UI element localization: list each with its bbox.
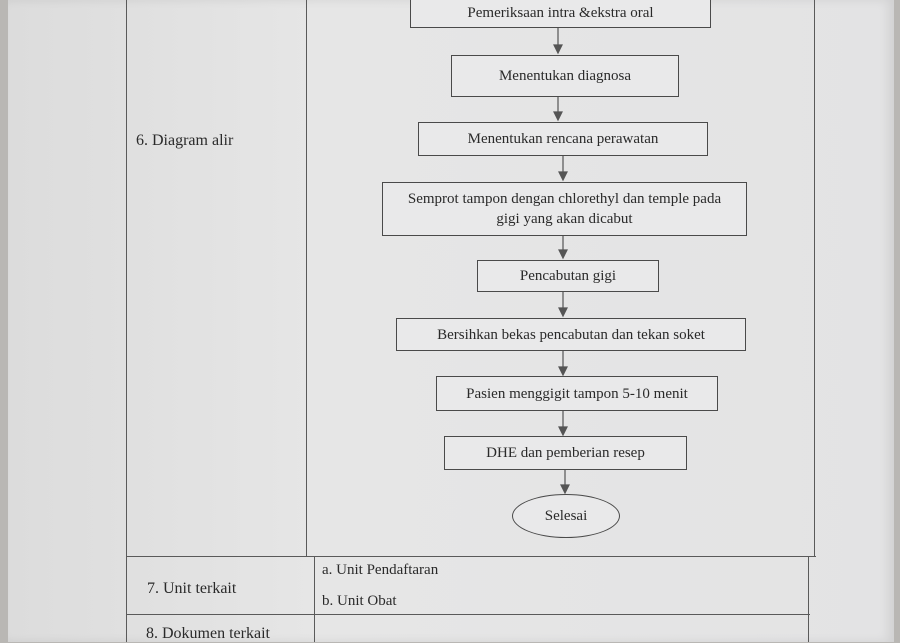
flow-step-box: Bersihkan bekas pencabutan dan tekan sok… (396, 318, 746, 351)
table-right-border (808, 557, 809, 642)
flow-end-oval: Selesai (512, 494, 620, 538)
table-row-divider (126, 556, 816, 557)
row-label-unit: 7. Unit terkait (147, 580, 237, 597)
table-divider (314, 557, 315, 642)
flow-step-box: DHE dan pemberian resep (444, 436, 687, 470)
flow-step-box: Semprot tampon dengan chlorethyl dan tem… (382, 182, 747, 236)
flow-step-box: Pemeriksaan intra &ekstra oral (410, 0, 711, 28)
flow-step-box: Pasien menggigit tampon 5-10 menit (436, 376, 718, 411)
table-right-border (814, 0, 815, 557)
flow-step-box: Pencabutan gigi (477, 260, 659, 292)
row-label-diagram: 6. Diagram alir (136, 132, 234, 149)
flow-step-box: Menentukan rencana perawatan (418, 122, 708, 156)
flow-step-box: Menentukan diagnosa (451, 55, 679, 97)
table-left-border (126, 0, 127, 642)
table-row-divider (126, 614, 810, 615)
flow-arrows (553, 28, 570, 495)
unit-item: a. Unit Pendaftaran (322, 562, 439, 578)
unit-item: b. Unit Obat (322, 593, 397, 609)
document-page: 6. Diagram alir 7. Unit terkait 8. Dokum… (8, 0, 894, 642)
table-divider (306, 0, 307, 557)
row-label-dokumen: 8. Dokumen terkait (146, 625, 270, 642)
